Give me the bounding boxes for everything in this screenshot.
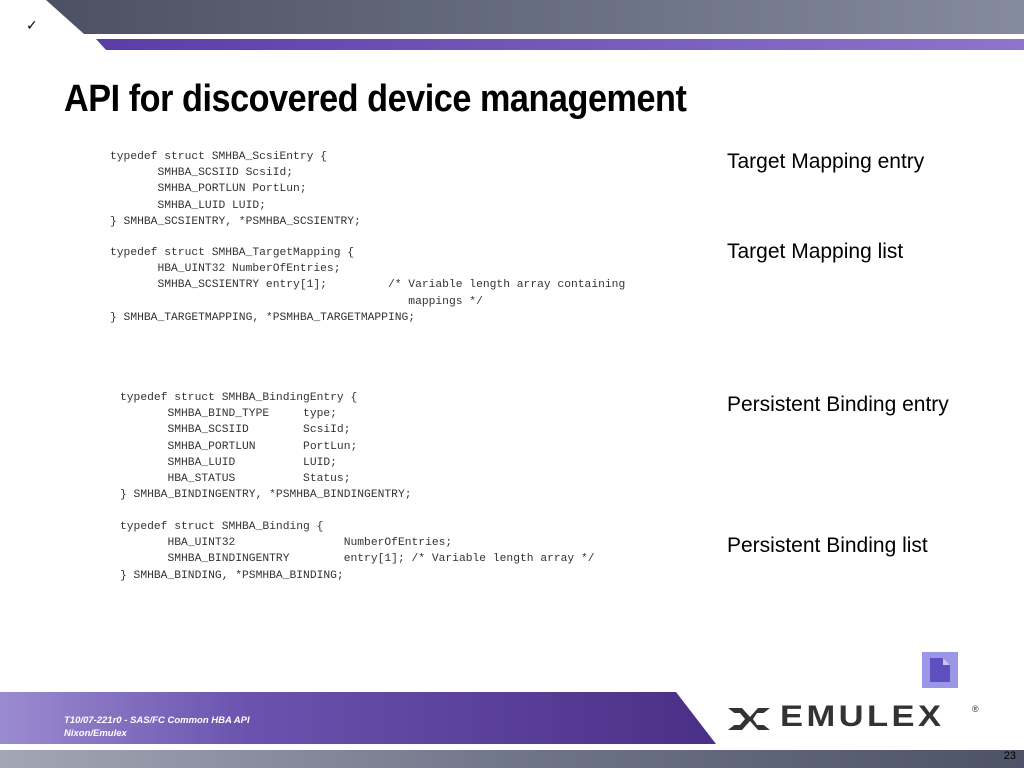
header-band-graphic bbox=[46, 0, 1024, 50]
checkmark-icon: ✓ bbox=[26, 18, 38, 34]
label-target-mapping-list: Target Mapping list bbox=[727, 240, 904, 263]
header-band bbox=[0, 0, 1024, 54]
emulex-logo-icon bbox=[728, 708, 770, 730]
code-block-binding: typedef struct SMHBA_Binding { HBA_UINT3… bbox=[120, 521, 595, 582]
label-persistent-binding-entry: Persistent Binding entry bbox=[727, 393, 949, 416]
footer-band bbox=[0, 690, 1024, 768]
registered-mark: ® bbox=[972, 704, 979, 714]
code-block-scsi-entry: typedef struct SMHBA_ScsiEntry { SMHBA_S… bbox=[110, 151, 361, 228]
code-block-target-mapping: typedef struct SMHBA_TargetMapping { HBA… bbox=[110, 247, 626, 324]
label-persistent-binding-list: Persistent Binding list bbox=[727, 534, 928, 557]
page-title: API for discovered device management bbox=[64, 78, 687, 120]
label-target-mapping-entry: Target Mapping entry bbox=[727, 150, 925, 173]
code-block-binding-entry: typedef struct SMHBA_BindingEntry { SMHB… bbox=[120, 392, 412, 502]
footer-author: Nixon/Emulex bbox=[64, 728, 127, 739]
document-icon-glyph bbox=[930, 658, 950, 682]
slide-number: 23 bbox=[1003, 750, 1016, 762]
document-icon[interactable] bbox=[922, 652, 958, 688]
emulex-logo: EMULEX ® bbox=[726, 700, 986, 738]
footer-document-id: T10/07-221r0 - SAS/FC Common HBA API bbox=[64, 715, 250, 726]
emulex-logo-text: EMULEX bbox=[780, 700, 945, 733]
footer-band-graphic bbox=[0, 692, 1024, 768]
